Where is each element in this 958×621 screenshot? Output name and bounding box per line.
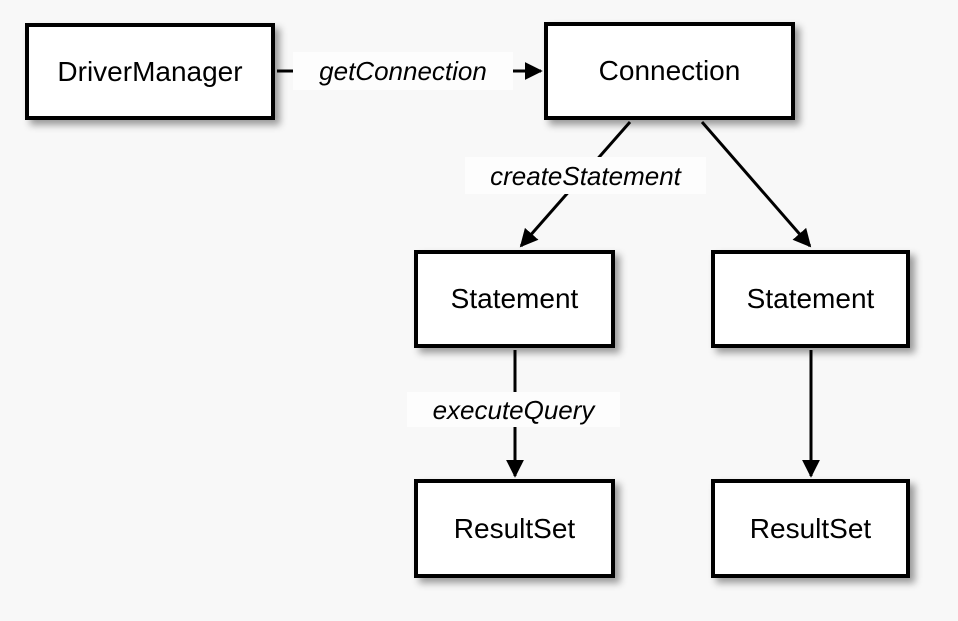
node-driver-manager-label: DriverManager: [57, 55, 243, 87]
node-statement-right-label: Statement: [746, 283, 875, 314]
node-resultset-left[interactable]: ResultSet: [414, 479, 615, 578]
node-driver-manager[interactable]: DriverManager: [25, 23, 275, 120]
edge-label-get-connection: getConnection: [293, 52, 513, 90]
edge-label-get-connection-text: getConnection: [319, 56, 487, 86]
node-resultset-right[interactable]: ResultSet: [711, 479, 910, 578]
node-statement-left-label: Statement: [450, 283, 579, 314]
node-connection-label: Connection: [598, 55, 741, 86]
node-statement-left[interactable]: Statement: [414, 250, 615, 348]
edge-label-create-statement-text: createStatement: [490, 160, 681, 191]
node-connection[interactable]: Connection: [544, 22, 795, 120]
edge-label-execute-query: executeQuery: [407, 392, 620, 427]
edge-label-execute-query-text: executeQuery: [432, 394, 595, 425]
node-resultset-right-label: ResultSet: [749, 512, 872, 544]
node-resultset-left-label: ResultSet: [453, 512, 576, 544]
edge-label-create-statement: createStatement: [465, 157, 706, 194]
node-statement-right[interactable]: Statement: [711, 250, 910, 348]
edge-create-statement-2-line: [700, 121, 812, 248]
